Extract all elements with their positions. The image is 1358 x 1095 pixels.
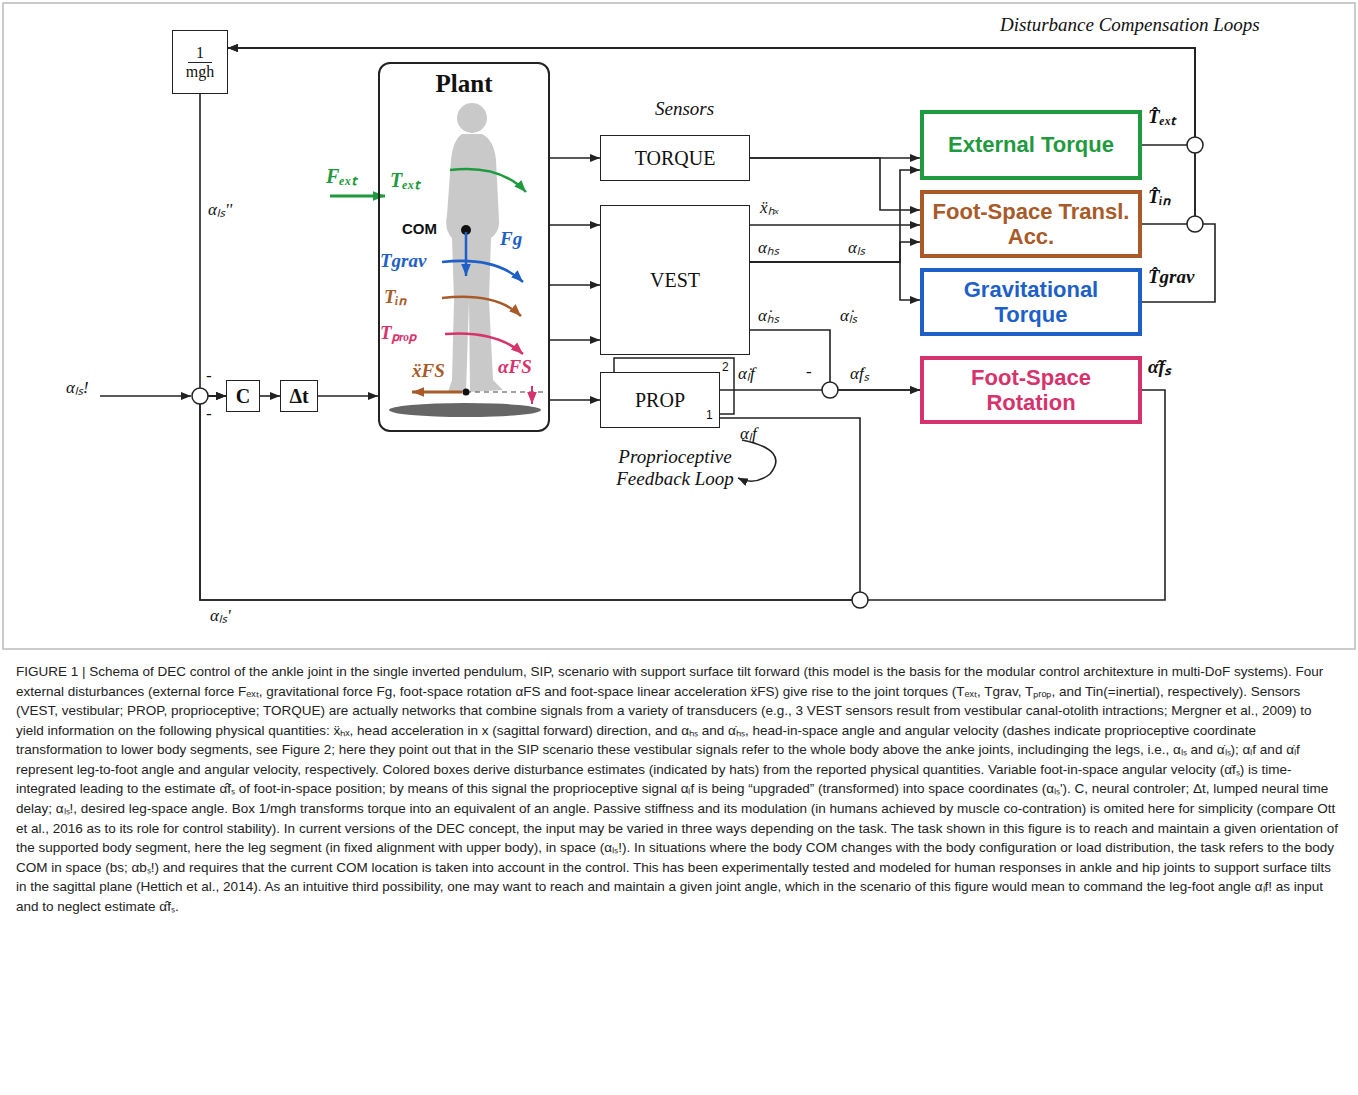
- signal-label: Tgrav: [380, 250, 426, 273]
- signal-label: αₗₛ!: [66, 378, 89, 398]
- signal-label: -: [206, 366, 212, 386]
- signal-label: αₗf: [740, 424, 757, 444]
- signal-label: T̂grav: [1148, 266, 1194, 289]
- summing-junction: [192, 388, 208, 404]
- node-box: 1mgh: [172, 30, 228, 94]
- summing-junction: [1187, 137, 1203, 153]
- node-label: Gravitational Torque: [930, 277, 1132, 328]
- gravity-arrow: [465, 232, 468, 276]
- tilt-arrow: [531, 386, 533, 404]
- signal-label: αₗₛ: [848, 238, 865, 258]
- signal-label: Fₑₓₜ: [326, 164, 357, 188]
- summing-junction: [1187, 216, 1203, 232]
- node-box: PROP: [600, 372, 720, 428]
- signal-connector: [750, 170, 920, 262]
- signal-connector: [550, 339, 600, 341]
- signal-label: ẍₕₓ: [760, 198, 779, 218]
- signal-connector: [550, 399, 600, 401]
- torque-arrow: [450, 169, 526, 192]
- signal-connector: [750, 330, 920, 390]
- ankle-joint: [463, 389, 470, 396]
- node-label: TORQUE: [635, 147, 716, 170]
- node-box: Foot-Space Transl. Acc.: [920, 190, 1142, 258]
- signal-label: αₕₛ: [758, 238, 779, 258]
- signal-connector: [260, 395, 280, 397]
- signal-connector: [550, 224, 600, 226]
- node-label: Δt: [289, 385, 308, 408]
- node-label: External Torque: [948, 132, 1114, 157]
- signal-label: ẍFS: [412, 360, 445, 383]
- signal-label: Disturbance Compensation Loops: [1000, 14, 1260, 36]
- node-box: VEST: [600, 205, 750, 355]
- signal-label: α̂fₛ: [1148, 356, 1171, 379]
- support-surface: [389, 403, 541, 417]
- node-label: Foot-Space Transl. Acc.: [930, 199, 1132, 250]
- figure-caption: FIGURE 1 | Schema of DEC control of the …: [16, 662, 1342, 916]
- node-box: TORQUE: [600, 135, 750, 181]
- signal-connector: [318, 395, 378, 397]
- signal-connector: [720, 389, 920, 391]
- signal-label: αₗₛ': [210, 606, 231, 626]
- summing-junction: [852, 592, 868, 608]
- node-box: Foot-Space Rotation: [920, 356, 1142, 424]
- node-box: Δt: [280, 380, 318, 412]
- node-label: Foot-Space Rotation: [930, 365, 1132, 416]
- signal-connector: [550, 157, 600, 159]
- signal-label: α̇fₛ: [850, 364, 869, 384]
- signal-label: Sensors: [655, 98, 714, 120]
- node-box: Gravitational Torque: [920, 268, 1142, 336]
- signal-label: Proprioceptive Feedback Loop: [600, 446, 750, 490]
- signal-label: αFS: [498, 356, 532, 379]
- acceleration-arrow: [412, 391, 462, 394]
- torque-arrow: [442, 261, 523, 282]
- signal-connector: [550, 284, 600, 286]
- reference-line: [466, 391, 545, 392]
- human-silhouette: [446, 103, 503, 392]
- signal-label: COM: [402, 220, 437, 237]
- loop-arrow: [738, 440, 776, 481]
- torque-arrow: [445, 333, 523, 354]
- signal-connector: [750, 224, 920, 226]
- signal-label: Tᵢₙ: [384, 286, 407, 309]
- figure-frame: [3, 3, 1355, 649]
- input-arrow: [100, 395, 191, 397]
- signal-label: 1: [706, 408, 713, 422]
- node-label: Plant: [436, 70, 493, 98]
- signal-label: Fg: [500, 228, 522, 251]
- signal-label: α̇ₕₛ: [758, 306, 779, 326]
- signal-label: α̇ₗₛ: [840, 306, 857, 326]
- signal-connector: [750, 262, 920, 300]
- node-label: PROP: [635, 389, 685, 412]
- signal-label: Tₚᵣₒₚ: [380, 322, 417, 345]
- signal-label: 2: [722, 360, 729, 374]
- signal-connector: [200, 396, 860, 600]
- signal-label: T̂ᵢₙ: [1148, 186, 1171, 209]
- signal-label: -: [806, 362, 812, 382]
- node-label: mgh: [186, 63, 214, 81]
- signal-label: -: [206, 404, 212, 424]
- node-label: C: [236, 385, 250, 408]
- node-box: External Torque: [920, 110, 1142, 180]
- summing-junction: [822, 382, 838, 398]
- node-label: VEST: [650, 269, 700, 292]
- signal-label: α̇ₗf: [738, 364, 755, 384]
- signal-connector: [200, 94, 226, 396]
- signal-label: Tₑₓₜ: [390, 168, 420, 192]
- signal-label: αₗₛ'': [208, 200, 232, 220]
- torque-arrow: [442, 297, 521, 316]
- node-box: C: [226, 380, 260, 412]
- force-arrow: [330, 195, 385, 198]
- node-label: 1: [188, 44, 212, 63]
- signal-label: T̂ₑₓₜ: [1148, 106, 1175, 129]
